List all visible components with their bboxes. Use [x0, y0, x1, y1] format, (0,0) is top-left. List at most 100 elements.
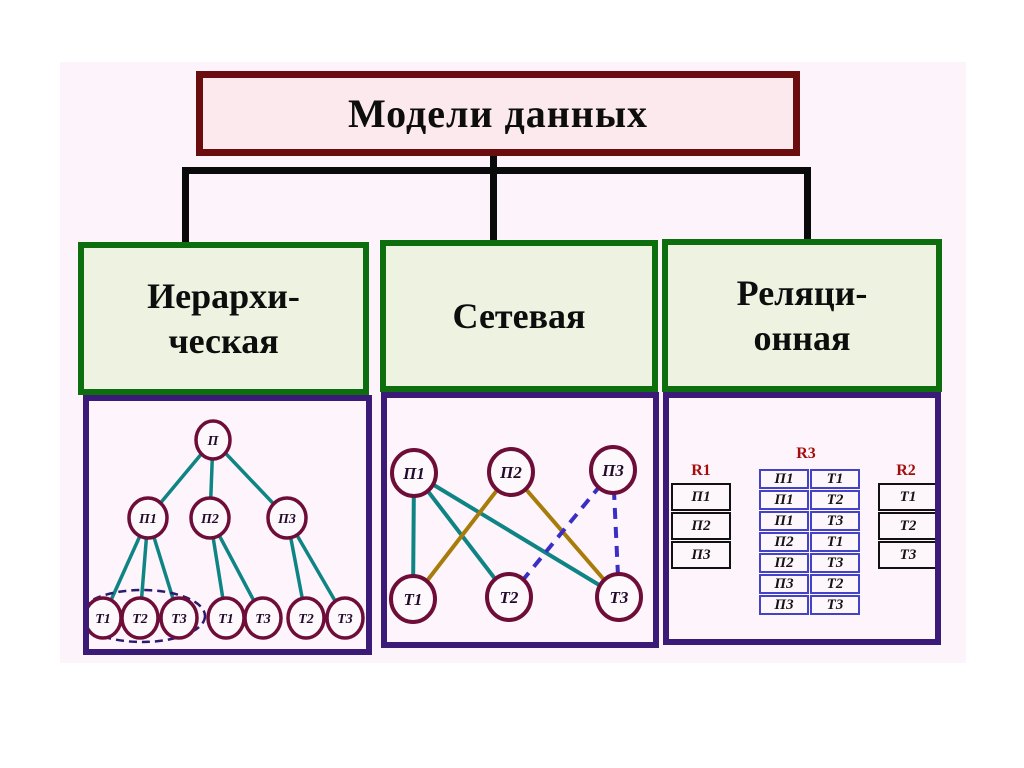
node-label: П3 [601, 461, 624, 480]
connector-center-vertical [490, 155, 497, 242]
cell-value: П1 [774, 491, 794, 508]
cell-value: Т2 [826, 575, 844, 592]
cell: П2 [759, 532, 809, 552]
table-row: Т1 [878, 483, 935, 511]
connector-right-drop [804, 167, 811, 242]
node-label: Т3 [171, 612, 187, 627]
cell-value: П2 [691, 517, 711, 534]
node-label: Т1 [95, 612, 111, 627]
node-t3c [325, 596, 365, 640]
node-label: Т3 [610, 588, 629, 607]
node-label: Т2 [132, 612, 148, 627]
table-r3: П1 Т1 П1 Т2 П1 Т3 П2 Т1 П2 Т3 П3 Т2 [759, 469, 860, 615]
cell: Т3 [810, 511, 860, 531]
cell-value: Т3 [826, 512, 844, 529]
cell-value: П2 [774, 533, 794, 550]
table-r2: Т1 Т2 Т3 [878, 483, 935, 569]
node-label: П3 [277, 512, 296, 527]
node-label: П1 [138, 512, 157, 527]
category-box-relational: Реляци- онная [662, 239, 942, 392]
cell-value: Т3 [826, 554, 844, 571]
diagram-network: П1 П2 П3 Т1 Т2 Т3 [381, 392, 659, 648]
tree-nodes [89, 419, 365, 640]
table-row: П2 Т1 [759, 532, 860, 552]
node-label: П [207, 434, 220, 449]
table-r3-label: R3 [796, 445, 816, 462]
cell-value: Т3 [899, 546, 917, 563]
cell-value: П1 [774, 512, 794, 529]
edge-p2-t3 [509, 470, 621, 599]
node-t2 [120, 596, 160, 640]
node-label: Т2 [298, 612, 314, 627]
cell: Т2 [810, 574, 860, 594]
table-row: П2 Т3 [759, 553, 860, 573]
leaf-group-ellipse [89, 588, 207, 644]
edge-p1-t3 [412, 471, 621, 599]
cell-value: Т1 [899, 488, 917, 505]
table-r2-label: R2 [896, 462, 916, 479]
cell: П1 [759, 490, 809, 510]
diagram-relational: R1 П1 П2 П3 R3 П1 Т1 П1 Т2 П1 Т3 П2 Т1 [663, 392, 941, 645]
edge-p3-t2 [507, 468, 615, 599]
table-row: П1 [671, 483, 731, 511]
node-label: Т3 [337, 612, 353, 627]
category-label-line: Сетевая [452, 295, 586, 336]
category-label-line: онная [753, 317, 851, 358]
table-r1-label: R1 [691, 462, 711, 479]
category-box-network: Сетевая [380, 240, 658, 392]
table-row: П1 Т2 [759, 490, 860, 510]
table-row: П3 Т3 [759, 595, 860, 615]
category-label-line: Реляци- [736, 272, 868, 313]
node-t2c [286, 596, 326, 640]
table-row: П3 [671, 541, 731, 569]
cell: П1 [759, 469, 809, 489]
network-nodes [389, 445, 643, 624]
node-label: П2 [499, 463, 522, 482]
title-box: Модели данных [196, 71, 800, 156]
node-p1 [390, 448, 438, 498]
cell-value: П1 [774, 470, 794, 487]
node-t3 [595, 572, 643, 622]
cell-value: Т2 [899, 517, 917, 534]
category-label-line: ческая [168, 320, 279, 361]
cell-value: Т1 [826, 533, 844, 550]
cell: Т1 [810, 469, 860, 489]
cell: П3 [759, 595, 809, 615]
cell-value: Т3 [826, 596, 844, 613]
cell-value: П1 [691, 488, 711, 505]
node-t3 [159, 596, 199, 640]
table-row: П3 Т2 [759, 574, 860, 594]
table-row: П1 Т3 [759, 511, 860, 531]
connector-horizontal [182, 167, 811, 174]
network-edges-p2 [411, 470, 621, 601]
cell: Т1 [810, 532, 860, 552]
edge-p2-t1 [411, 470, 513, 601]
node-p2 [487, 447, 535, 497]
category-label-line: Иерархи- [147, 275, 300, 316]
cell: Т3 [810, 595, 860, 615]
page-title: Модели данных [347, 91, 649, 136]
node-p3 [589, 445, 637, 495]
cell: Т3 [810, 553, 860, 573]
cell-value: П3 [774, 575, 794, 592]
node-label: Т3 [255, 612, 271, 627]
cell-value: Т2 [826, 491, 844, 508]
node-t1 [389, 574, 437, 624]
node-t2 [485, 572, 533, 622]
category-box-hierarchical: Иерархи- ческая [78, 242, 369, 395]
table-r1: П1 П2 П3 [671, 483, 731, 569]
cell-value: П2 [774, 554, 794, 571]
table-row: Т3 [878, 541, 935, 569]
cell: П1 [759, 511, 809, 531]
cell-value: Т1 [826, 470, 844, 487]
cell-value: П3 [774, 596, 794, 613]
tree-node-labels: П П1 П2 П3 Т1 Т2 Т3 Т1 Т3 Т2 Т3 [95, 434, 353, 627]
node-root [194, 419, 232, 461]
node-label: Т1 [404, 590, 423, 609]
table-row: П2 [671, 512, 731, 540]
node-label: Т1 [218, 612, 234, 627]
cell: П2 [759, 553, 809, 573]
node-label: Т2 [500, 588, 519, 607]
cell-value: П3 [691, 546, 711, 563]
